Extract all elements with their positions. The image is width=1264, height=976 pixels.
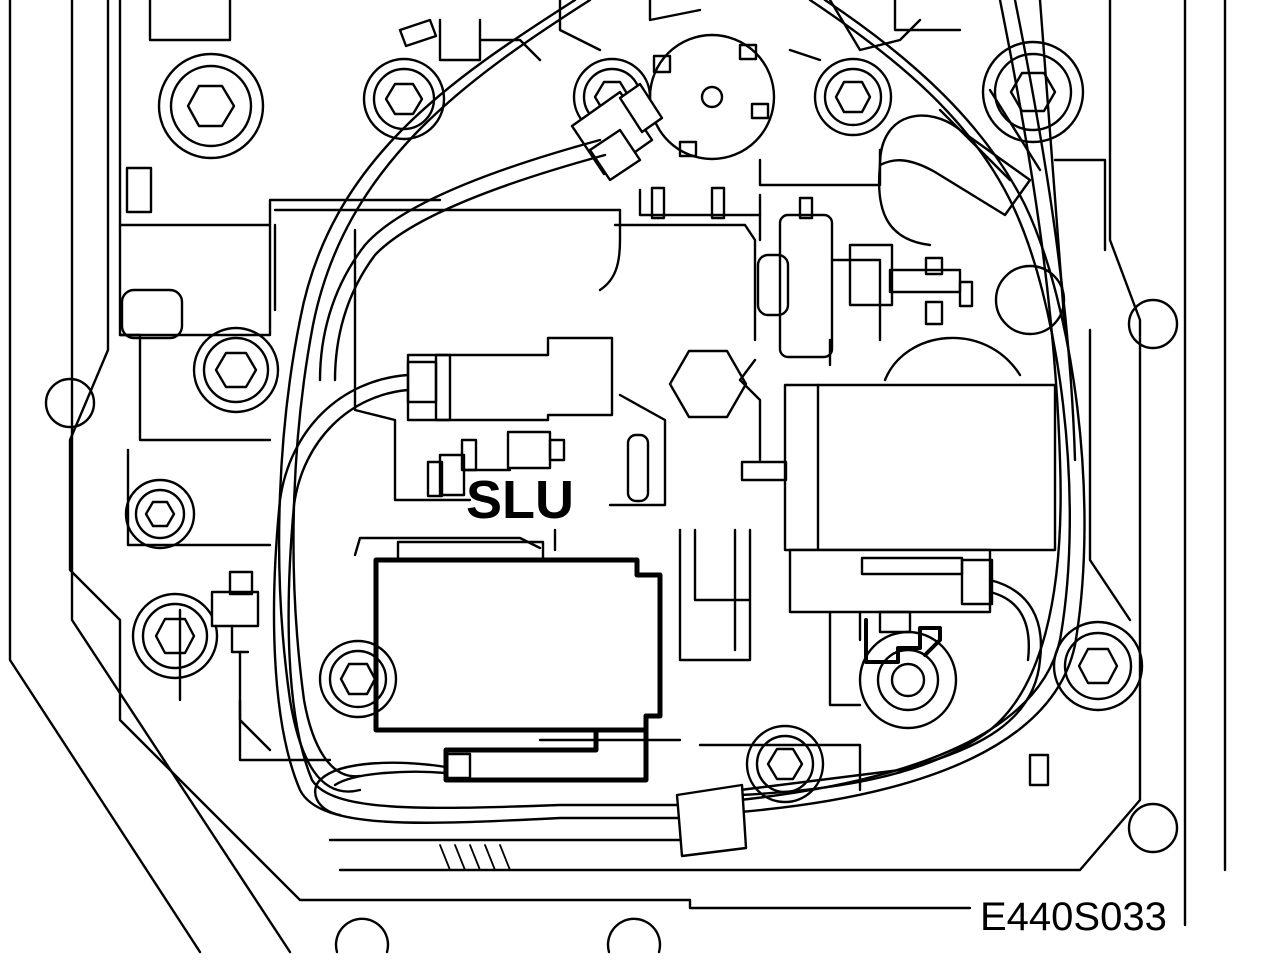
bolt-head: [157, 52, 265, 160]
bolt-head: [1052, 620, 1144, 712]
bolt-head: [131, 592, 219, 680]
upper-wire-connector: [570, 82, 664, 182]
shift-solenoid-right: [740, 336, 1057, 707]
slu-label: SLU: [466, 470, 574, 530]
transmission-case-outline: [8, 0, 1227, 954]
slu-solenoid: [373, 540, 663, 783]
hex-bolt: [668, 349, 748, 419]
bottom-harness-connector: [675, 783, 748, 858]
slu-harness-connector: [406, 336, 614, 422]
case-hole: [1127, 802, 1179, 854]
bolt-head: [124, 478, 196, 550]
case-hole: [334, 917, 390, 954]
bolt-head: [981, 40, 1085, 144]
bolt-head: [318, 639, 398, 719]
detent-wheel: [648, 33, 776, 161]
case-hole: [44, 377, 96, 429]
speed-sensor-connector: [210, 570, 272, 752]
valve-body-bolts: [124, 40, 1144, 804]
case-hole: [1127, 298, 1179, 350]
case-bolt-holes: [44, 298, 1179, 954]
harness-clamp: [858, 610, 942, 664]
case-hole: [606, 917, 662, 954]
bolt-head: [813, 57, 893, 137]
slu-valve-spool: [426, 430, 566, 498]
figure-code: E440S033: [980, 895, 1167, 939]
bolt-head: [192, 326, 280, 414]
wire-harness: [272, 0, 1086, 871]
